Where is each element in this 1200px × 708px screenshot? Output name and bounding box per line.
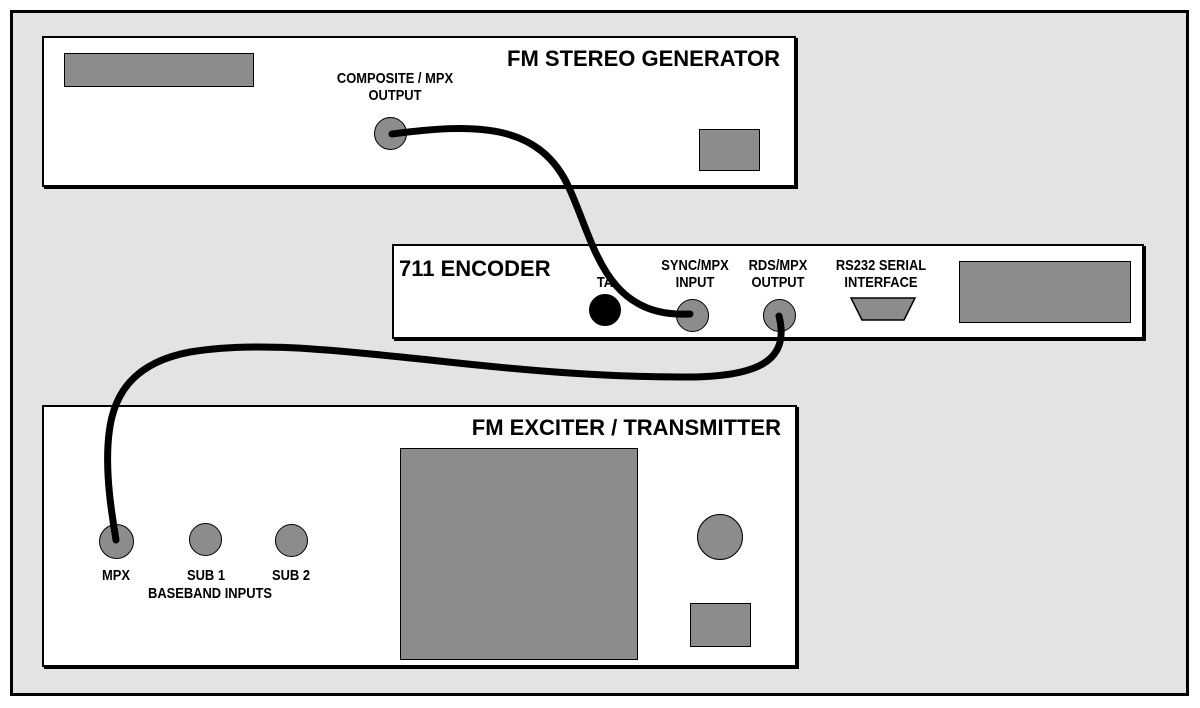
rds-mpx-output-jack[interactable] — [763, 299, 796, 332]
generator-display — [64, 53, 254, 87]
sub1-input-jack[interactable] — [189, 523, 222, 556]
exciter-title: FM EXCITER / TRANSMITTER — [471, 415, 781, 440]
rs232-label-line1: RS232 SERIAL — [835, 257, 927, 274]
exciter-meter-display — [400, 448, 638, 660]
sub2-input-jack[interactable] — [275, 524, 308, 557]
fm-exciter-transmitter-panel: FM EXCITER / TRANSMITTER — [42, 405, 797, 667]
fm-stereo-generator-panel: FM STEREO GENERATOR — [42, 36, 796, 187]
rds-mpx-output-label-line2: OUTPUT — [751, 274, 805, 291]
mpx-input-jack[interactable] — [99, 524, 134, 559]
ta-button[interactable] — [589, 294, 621, 326]
composite-output-label: COMPOSITE / MPX OUTPUT — [318, 70, 473, 104]
encoder-title: 711 ENCODER — [399, 256, 551, 281]
rs232-label-line2: INTERFACE — [844, 274, 918, 291]
exciter-switch-block — [690, 603, 751, 647]
composite-output-label-line2: OUTPUT — [368, 87, 422, 104]
composite-output-label-line1: COMPOSITE / MPX — [336, 70, 454, 87]
sub2-label: SUB 2 — [271, 567, 311, 584]
sync-mpx-input-label: SYNC/MPX INPUT — [648, 257, 743, 291]
sync-mpx-input-label-line2: INPUT — [675, 274, 715, 291]
baseband-inputs-label: BASEBAND INPUTS — [147, 585, 273, 602]
ta-label: TA — [596, 274, 614, 291]
rds-mpx-output-label: RDS/MPX OUTPUT — [731, 257, 826, 291]
sync-mpx-input-label-line1: SYNC/MPX — [661, 257, 729, 274]
generator-title: FM STEREO GENERATOR — [507, 46, 780, 71]
rds-mpx-output-label-line1: RDS/MPX — [748, 257, 808, 274]
encoder-display — [959, 261, 1131, 323]
sub1-label: SUB 1 — [186, 567, 226, 584]
mpx-label: MPX — [102, 567, 130, 584]
composite-mpx-output-jack[interactable] — [374, 117, 407, 150]
rs232-serial-interface-label: RS232 SERIAL INTERFACE — [825, 257, 937, 291]
exciter-control-knob[interactable] — [697, 514, 743, 560]
generator-control-block — [699, 129, 760, 171]
sync-mpx-input-jack[interactable] — [676, 299, 709, 332]
